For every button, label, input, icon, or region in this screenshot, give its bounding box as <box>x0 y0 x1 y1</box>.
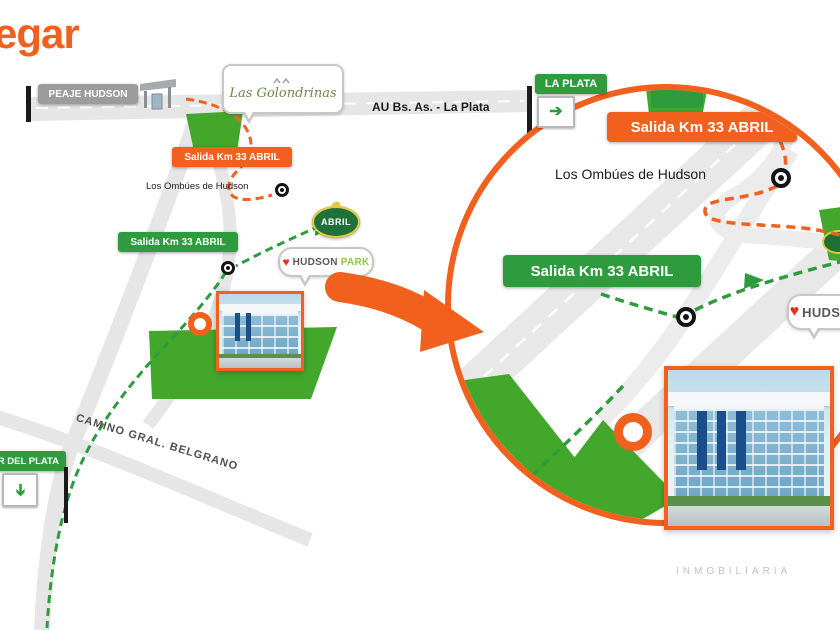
la-plata-sign: LA PLATA <box>535 74 607 94</box>
building-plaza <box>668 505 830 526</box>
green-route <box>45 224 321 629</box>
building-banner <box>246 313 251 342</box>
main-diagonal-road <box>34 117 204 630</box>
peaje-hudson-sign: PEAJE HUDSON <box>38 84 138 104</box>
inset-green-area <box>551 420 679 520</box>
las-golondrinas-logo: Las Golondrinas <box>222 64 344 124</box>
camino-belgrano-road <box>0 410 313 547</box>
hudson-park-word2: PARK <box>340 256 370 268</box>
inset-green-route-arrowhead <box>744 273 764 289</box>
ring-marker <box>614 413 652 451</box>
building-banner <box>736 410 746 470</box>
salida-km33-sign-green-inset: Salida Km 33 ABRIL <box>503 255 701 287</box>
bullseye-marker <box>771 168 791 188</box>
mar-del-plata-direction-box: ➔ <box>2 473 38 507</box>
salida-km33-sign-orange: Salida Km 33 ABRIL <box>172 147 292 167</box>
watermark: INMOBILIARIA <box>676 566 792 577</box>
heart-icon: ♥ <box>282 255 290 269</box>
page-title: egar <box>0 10 80 57</box>
building-photo-large <box>664 366 834 530</box>
barrio-label: Los Ombúes de Hudson <box>146 181 249 192</box>
hudson-park-word1: HUDSON <box>802 304 840 320</box>
building-banner <box>235 313 241 342</box>
down-arrow-icon: ➔ <box>12 483 29 497</box>
inset-green-route-lower <box>521 384 625 486</box>
hudson-park-logo-partial: ♥ HUDSON PARK <box>787 294 840 340</box>
sign-post <box>26 86 31 122</box>
abril-logo: ABRIL <box>312 206 360 238</box>
hudson-park-logo: ♥ HUDSON PARK <box>278 247 374 287</box>
highway-label: AU Bs. As. - La Plata <box>372 100 490 114</box>
bullseye-marker <box>676 307 696 327</box>
salida-km33-sign-orange-inset: Salida Km 33 ABRIL <box>607 112 797 142</box>
building-hedge <box>219 353 301 359</box>
las-golondrinas-wordmark: Las Golondrinas <box>229 86 337 101</box>
building-facade <box>222 311 298 355</box>
la-plata-sign-partial <box>651 90 703 108</box>
building-banner <box>697 410 707 470</box>
birds-icon <box>273 77 290 84</box>
salida-km33-sign-green: Salida Km 33 ABRIL <box>118 232 238 252</box>
building-roof <box>219 304 301 312</box>
hudson-park-word1: HUDSON <box>292 256 338 268</box>
green-area <box>186 111 243 152</box>
inset-green-route <box>600 260 840 319</box>
sign-post <box>527 86 532 142</box>
sign-post <box>64 467 68 523</box>
abril-logo-partial <box>822 230 840 254</box>
bullseye-marker <box>221 261 235 275</box>
heart-icon: ♥ <box>789 303 800 320</box>
barrio-label-inset: Los Ombúes de Hudson <box>555 166 706 182</box>
building-plaza <box>219 358 301 368</box>
toll-booth-icon <box>140 79 176 110</box>
mar-del-plata-sign: MAR DEL PLATA <box>0 451 66 471</box>
ring-marker <box>188 312 212 336</box>
building-banner <box>716 410 727 470</box>
bullseye-marker <box>275 183 289 197</box>
la-plata-direction-box: ➔ <box>537 96 575 128</box>
right-arrow-icon: ➔ <box>549 103 563 120</box>
building-roof <box>668 391 830 406</box>
building-hedge <box>668 496 830 506</box>
building-photo <box>216 291 304 371</box>
